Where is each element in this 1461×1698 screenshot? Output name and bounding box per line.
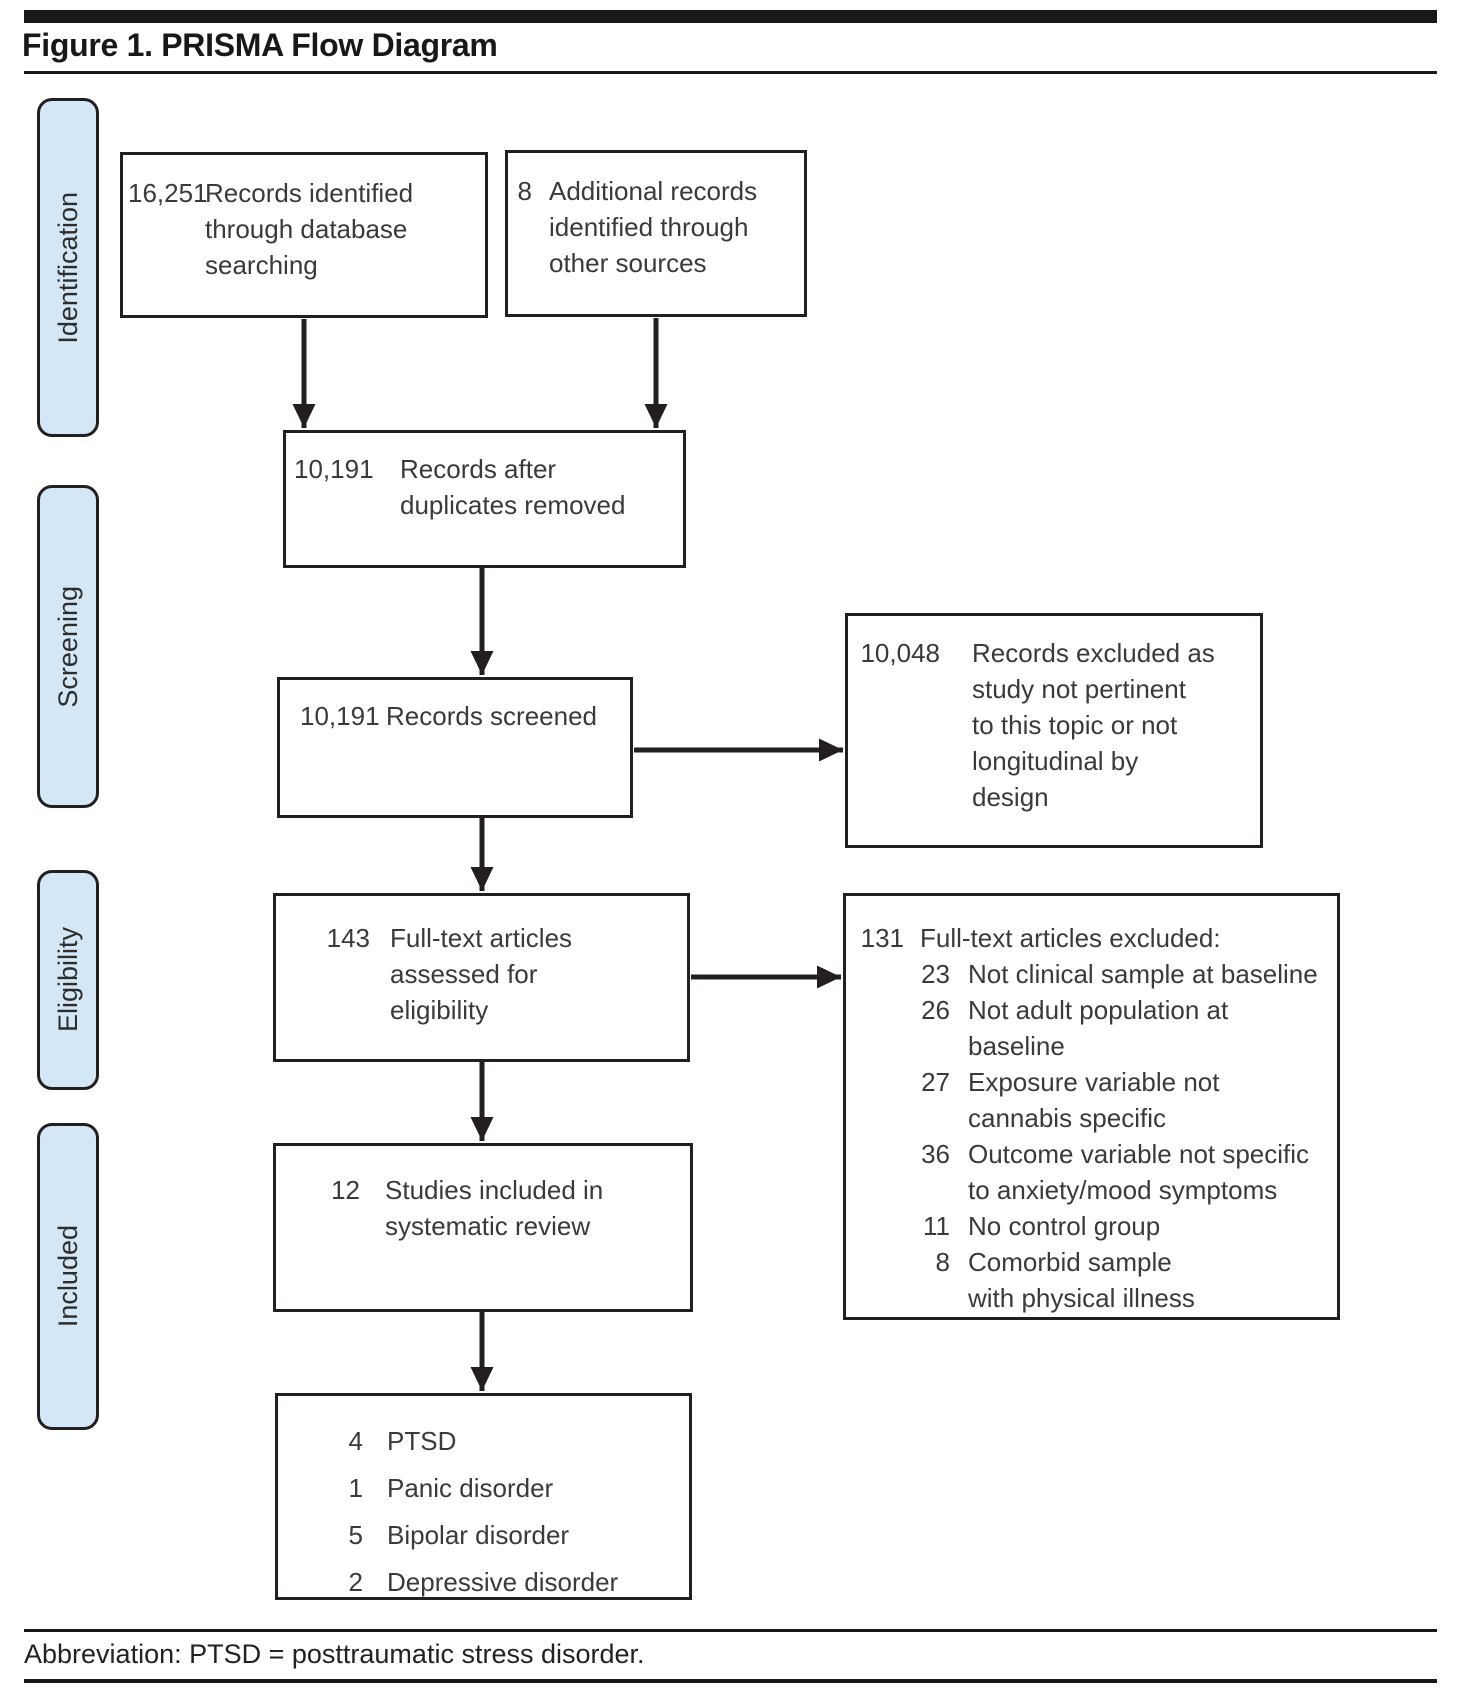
box-records-screened: 10,191 Records screened (277, 677, 633, 818)
box-disorder-breakdown: 4 PTSD 1 Panic disorder 5 Bipolar disord… (275, 1393, 692, 1600)
exclusion-reason: 26 Not adult population at baseline (920, 992, 1329, 1064)
box-duplicates-removed: 10,191 Records after duplicates removed (283, 430, 686, 568)
breakdown-item: 1 Panic disorder (298, 1465, 683, 1512)
breakdown-item: 5 Bipolar disorder (298, 1512, 683, 1559)
fulltext-assessed-count: 143 (326, 923, 370, 953)
abbreviation-note: Abbreviation: PTSD = posttraumatic stres… (24, 1639, 645, 1669)
exclusion-reason: 27 Exposure variable not cannabis specif… (920, 1064, 1329, 1136)
additional-records-label: Additional records identified through ot… (549, 176, 758, 278)
top-rule-thick (24, 10, 1437, 23)
box-records-excluded: 10,048 Records excluded as study not per… (845, 613, 1263, 848)
box-fulltext-excluded: 131 Full-text articles excluded: 23 Not … (843, 893, 1340, 1320)
records-excluded-count: 10,048 (860, 638, 940, 668)
footer-rule-bottom (24, 1679, 1437, 1683)
records-screened-label: Records screened (386, 701, 597, 731)
stage-screening: Screening (37, 485, 99, 808)
reason-count: 8 (935, 1247, 950, 1277)
breakdown-label: Panic disorder (387, 1473, 554, 1503)
breakdown-count: 4 (348, 1426, 363, 1456)
breakdown-item: 2 Depressive disorder (298, 1559, 683, 1606)
stage-eligibility-label: Eligibility (52, 927, 83, 1033)
additional-records-count: 8 (517, 176, 532, 206)
reason-label: Not clinical sample at baseline (968, 959, 1318, 989)
breakdown-item: 4 PTSD (298, 1418, 683, 1465)
stage-included: Included (37, 1123, 99, 1430)
duplicates-removed-label: Records after duplicates removed (400, 454, 626, 520)
exclusion-reason: 8 Comorbid sample with physical illness (920, 1244, 1329, 1316)
fulltext-excluded-content: Full-text articles excluded: 23 Not clin… (920, 920, 1329, 1316)
breakdown-label: Bipolar disorder (387, 1520, 570, 1550)
reason-label: Outcome variable not specific to anxiety… (968, 1139, 1310, 1205)
exclusion-reason: 36 Outcome variable not specific to anxi… (920, 1136, 1329, 1208)
exclusion-reason: 11 No control group (920, 1208, 1329, 1244)
breakdown-count: 1 (348, 1473, 363, 1503)
footer-rule-top (24, 1629, 1437, 1632)
stage-included-label: Included (52, 1225, 83, 1328)
box-studies-included: 12 Studies included in systematic review (273, 1143, 693, 1312)
reason-label: Exposure variable not cannabis specific (968, 1067, 1220, 1133)
stage-identification: Identification (37, 98, 99, 437)
reason-label: Comorbid sample with physical illness (968, 1247, 1195, 1313)
reason-count: 27 (921, 1067, 950, 1097)
exclusion-reason: 23 Not clinical sample at baseline (920, 956, 1329, 992)
figure-title: Figure 1. PRISMA Flow Diagram (22, 27, 498, 63)
reason-count: 26 (921, 995, 950, 1025)
reason-label: No control group (968, 1211, 1161, 1241)
stage-eligibility: Eligibility (37, 870, 99, 1090)
studies-included-label: Studies included in systematic review (385, 1175, 604, 1241)
breakdown-label: PTSD (387, 1426, 457, 1456)
box-records-identified: 16,251 Records identified through databa… (120, 152, 488, 318)
records-identified-count: 16,251 (128, 178, 208, 208)
breakdown-label: Depressive disorder (387, 1567, 619, 1597)
reason-count: 36 (921, 1139, 950, 1169)
fulltext-excluded-heading: Full-text articles excluded: (920, 923, 1221, 953)
box-additional-records: 8 Additional records identified through … (505, 150, 807, 317)
stage-identification-label: Identification (52, 191, 83, 344)
studies-included-count: 12 (331, 1175, 360, 1205)
duplicates-removed-count: 10,191 (294, 454, 374, 484)
title-rule (24, 71, 1437, 74)
reason-label: Not adult population at baseline (968, 995, 1229, 1061)
box-fulltext-assessed: 143 Full-text articles assessed for elig… (273, 893, 690, 1062)
reason-count: 11 (923, 1211, 950, 1241)
reason-count: 23 (921, 959, 950, 989)
records-identified-label: Records identified through database sear… (205, 178, 414, 280)
records-screened-count: 10,191 (300, 701, 380, 731)
stage-screening-label: Screening (52, 585, 83, 708)
records-excluded-label: Records excluded as study not pertinent … (972, 638, 1215, 812)
fulltext-excluded-count: 131 (860, 923, 904, 953)
breakdown-count: 5 (348, 1520, 363, 1550)
breakdown-count: 2 (348, 1567, 363, 1597)
fulltext-assessed-label: Full-text articles assessed for eligibil… (390, 923, 573, 1025)
